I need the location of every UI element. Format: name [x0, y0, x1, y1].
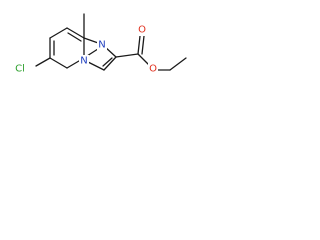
atom-labels: Cl N N O O [10, 24, 158, 76]
bond-c2-cester [115, 53, 139, 58]
atom-label-bridge-nitrogen: N [80, 56, 87, 67]
bond-ch2-ch3 [169, 57, 187, 71]
bond-cester-ocarbonyl [137, 35, 141, 55]
atom-label-carbonyl-oxygen: O [138, 25, 146, 36]
bond-c8-c7 [66, 27, 85, 39]
bond-c5-c4 [49, 57, 68, 69]
bond-cester-ocarbonyl-double [141, 35, 145, 55]
bond-c3-n4 [87, 61, 105, 71]
atom-label-chlorine: Cl [15, 64, 25, 75]
bond-c8-c7-double [67, 32, 82, 42]
bond-c7-c6 [49, 27, 68, 39]
molecule-structure: Cl N N O O [10, 13, 187, 76]
bond-c2-c3-double [102, 57, 113, 67]
atom-label-ester-oxygen: O [149, 64, 157, 75]
bond-c6-cl [35, 57, 51, 67]
atom-label-imine-nitrogen: N [98, 40, 105, 51]
bonds [35, 13, 187, 71]
bond-c2-c3 [103, 56, 117, 71]
